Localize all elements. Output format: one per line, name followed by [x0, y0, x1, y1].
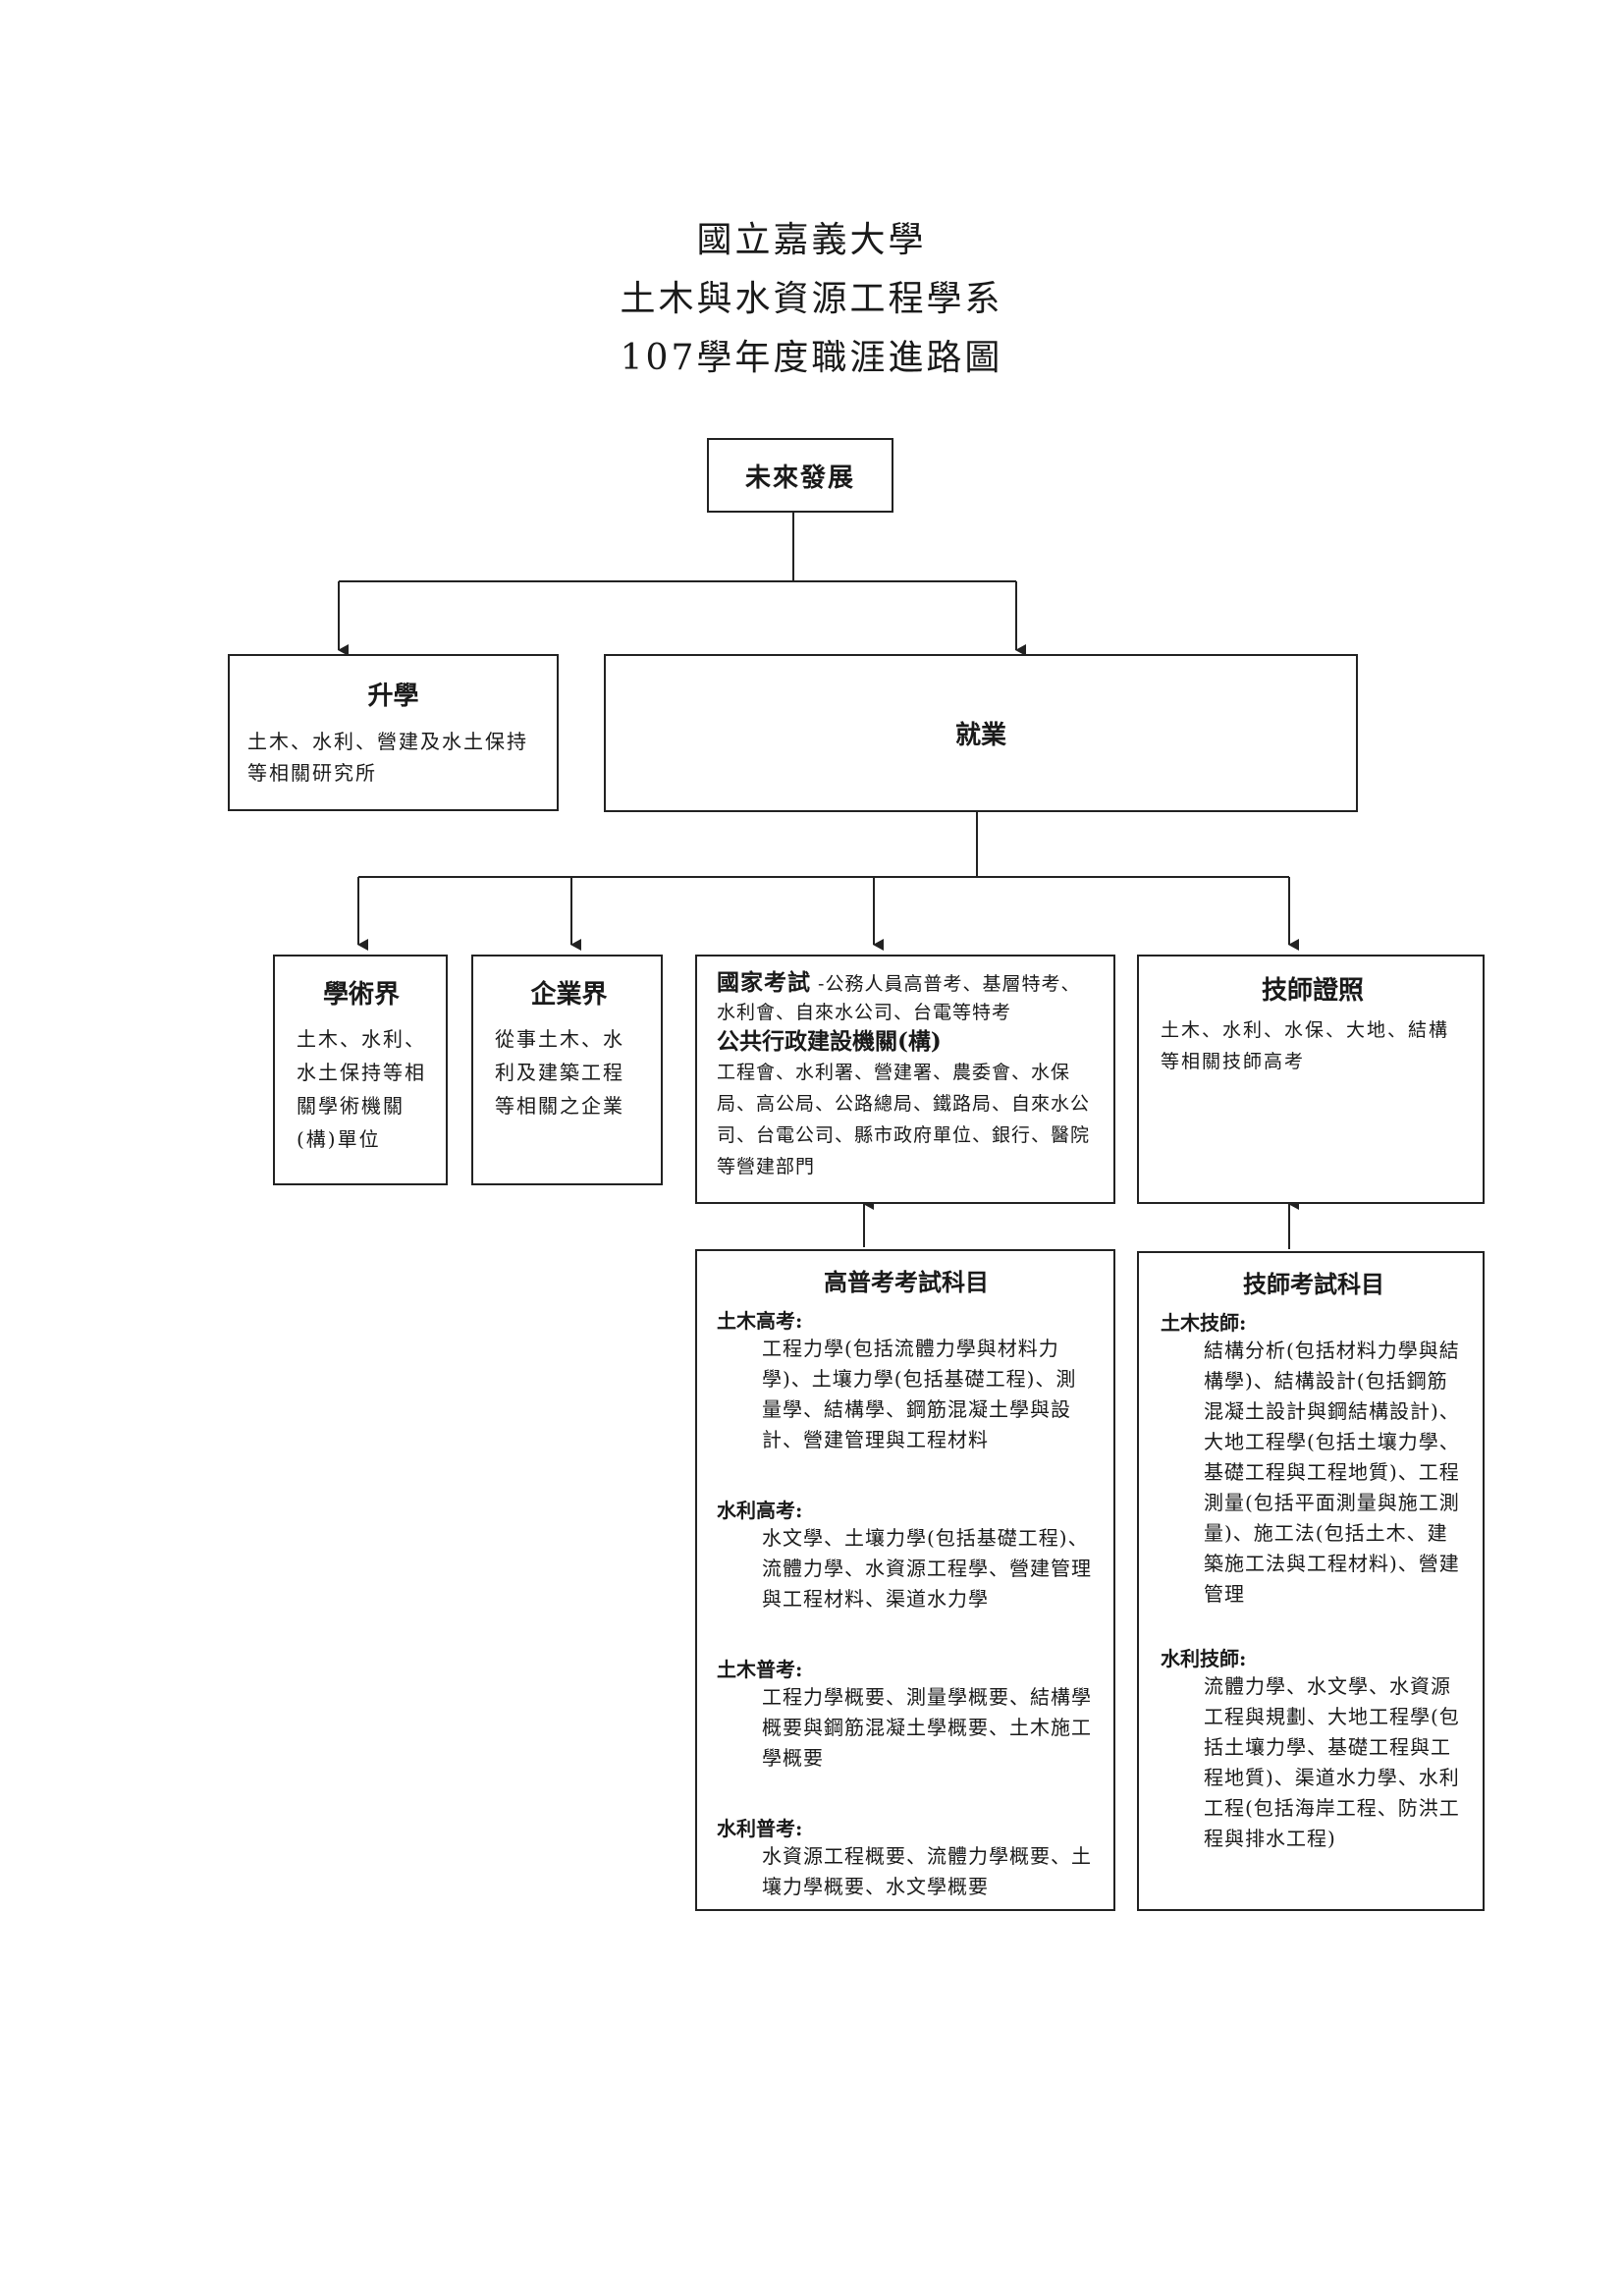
license-subjects-title: 技師考試科目	[1243, 1270, 1384, 1298]
exam-section-civil-junior: 土木普考: 工程力學概要、測量學概要、結構學概要與鋼筋混凝土學概要、土木施工學概…	[717, 1654, 1096, 1774]
exam-subjects-box: 高普考考試科目 土木高考: 工程力學(包括流體力學與材料力學)、土壤力學(包括基…	[695, 1249, 1115, 1911]
academia-desc: 土木、水利、水土保持等相關學術機關(構)單位	[297, 1027, 426, 1151]
license-section-text: 流體力學、水文學、水資源工程與規劃、大地工程學(包括土壤力學、基礎工程與工程地質…	[1204, 1674, 1460, 1850]
public-exam-block: 國家考試 -公務人員高普考、基層特考、水利會、自來水公司、台電等特考	[717, 968, 1100, 1027]
further-study-box: 升學 土木、水利、營建及水土保持等相關研究所	[228, 654, 559, 811]
employment-title: 就業	[954, 721, 1006, 750]
title-chart-name: 107學年度職涯進路圖	[620, 338, 1003, 378]
further-study-title: 升學	[367, 682, 419, 711]
root-box: 未來發展	[707, 438, 893, 513]
exam-section-heading: 土木普考:	[717, 1658, 803, 1681]
license-section-civil: 土木技師: 結構分析(包括材料力學與結構學)、結構設計(包括鋼筋混凝土設計與鋼結…	[1161, 1307, 1467, 1610]
title-university: 國立嘉義大學	[696, 220, 927, 260]
further-study-desc: 土木、水利、營建及水土保持等相關研究所	[247, 730, 528, 785]
license-section-water: 水利技師: 流體力學、水文學、水資源工程與規劃、大地工程學(包括土壤力學、基礎工…	[1161, 1643, 1467, 1854]
license-title: 技師證照	[1261, 976, 1364, 1006]
public-agency-title: 公共行政建設機關(構)	[717, 1028, 942, 1055]
license-desc: 土木、水利、水保、大地、結構等相關技師高考	[1161, 1019, 1450, 1072]
license-subjects-box: 技師考試科目 土木技師: 結構分析(包括材料力學與結構學)、結構設計(包括鋼筋混…	[1137, 1251, 1485, 1911]
exam-section-text: 水文學、土壤力學(包括基礎工程)、流體力學、水資源工程學、營建管理與工程材料、渠…	[762, 1526, 1092, 1611]
public-agency-desc: 工程會、水利署、營建署、農委會、水保局、高公局、公路總局、鐵路局、自來水公司、台…	[717, 1062, 1091, 1177]
public-sector-box: 國家考試 -公務人員高普考、基層特考、水利會、自來水公司、台電等特考 公共行政建…	[695, 955, 1115, 1204]
exam-section-water-junior: 水利普考: 水資源工程概要、流體力學概要、土壤力學概要、水文學概要	[717, 1813, 1096, 1902]
exam-section-text: 工程力學(包括流體力學與材料力學)、土壤力學(包括基礎工程)、測量學、結構學、鋼…	[762, 1337, 1077, 1451]
exam-section-heading: 水利普考:	[717, 1817, 803, 1840]
exam-subjects-title: 高普考考試科目	[824, 1268, 989, 1296]
academia-title: 學術界	[322, 980, 400, 1010]
public-exam-title: 國家考試	[717, 969, 811, 996]
industry-title: 企業界	[530, 980, 608, 1010]
title-department: 土木與水資源工程學系	[620, 279, 1003, 319]
exam-section-civil-senior: 土木高考: 工程力學(包括流體力學與材料力學)、土壤力學(包括基礎工程)、測量學…	[717, 1305, 1096, 1455]
root-label: 未來發展	[744, 463, 855, 493]
exam-section-heading: 水利高考:	[717, 1499, 803, 1522]
exam-section-text: 工程力學概要、測量學概要、結構學概要與鋼筋混凝土學概要、土木施工學概要	[762, 1685, 1092, 1770]
license-section-text: 結構分析(包括材料力學與結構學)、結構設計(包括鋼筋混凝土設計與鋼結構設計)、大…	[1204, 1339, 1460, 1606]
license-section-heading: 水利技師:	[1161, 1647, 1247, 1670]
exam-section-water-senior: 水利高考: 水文學、土壤力學(包括基礎工程)、流體力學、水資源工程學、營建管理與…	[717, 1495, 1096, 1614]
industry-box: 企業界 從事土木、水利及建築工程等相關之企業	[471, 955, 663, 1185]
exam-section-heading: 土木高考:	[717, 1309, 803, 1333]
industry-desc: 從事土木、水利及建築工程等相關之企業	[495, 1027, 624, 1118]
public-exam-desc: -公務人員高普考、基層特考、水利會、自來水公司、台電等特考	[717, 973, 1081, 1023]
exam-section-text: 水資源工程概要、流體力學概要、土壤力學概要、水文學概要	[762, 1844, 1092, 1898]
license-box: 技師證照 土木、水利、水保、大地、結構等相關技師高考	[1137, 955, 1485, 1204]
academia-box: 學術界 土木、水利、水土保持等相關學術機關(構)單位	[273, 955, 448, 1185]
license-section-heading: 土木技師:	[1161, 1311, 1247, 1335]
employment-box: 就業	[604, 654, 1358, 812]
